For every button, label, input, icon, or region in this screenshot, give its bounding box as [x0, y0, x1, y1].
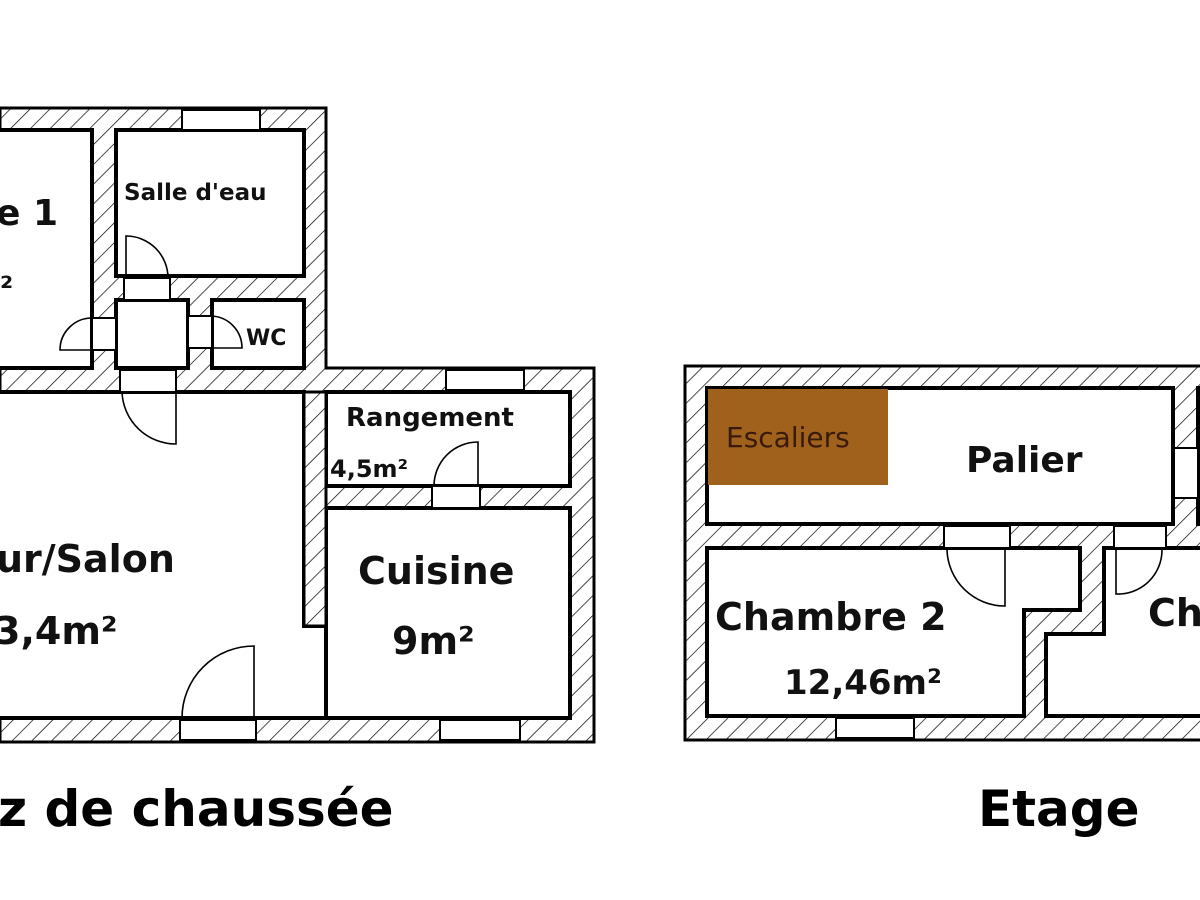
door-swing-entrance [181, 645, 255, 719]
entrance-door [179, 719, 257, 741]
opening-upper-right [1173, 447, 1199, 499]
room-chambre-2 [705, 546, 1082, 718]
ground-floor-plan [0, 106, 596, 744]
door-swing-salle-deau [125, 235, 169, 279]
opening-hall-salon [119, 369, 177, 393]
label-rangement: Rangement [346, 403, 514, 433]
label-palier: Palier [966, 440, 1083, 481]
caption-ground-floor: z de chaussée [0, 780, 394, 838]
opening-chambre-3 [1113, 525, 1167, 549]
label-cuisine: Cuisine [358, 549, 514, 593]
caption-upper-floor: Etage [978, 780, 1140, 838]
room-hallway [114, 298, 190, 370]
door-swing-chambre1 [59, 317, 93, 351]
window-rangement [445, 369, 525, 391]
partition-salon-cuisine [302, 390, 328, 628]
door-swing-chambre-3 [1115, 549, 1163, 595]
opening-rangement-cuisine [431, 485, 481, 509]
opening-salle-deau [123, 277, 171, 301]
upper-floor-plan [683, 364, 1200, 742]
label-chambre-2: Chambre 2 [715, 595, 947, 639]
window-top [181, 109, 261, 131]
label-sejour: ur/Salon [0, 537, 175, 581]
label-wc: WC [246, 326, 286, 351]
label-chambre-1: e 1 [0, 193, 58, 234]
opening-chambre-2 [943, 525, 1011, 549]
area-cuisine: 9m² [392, 619, 475, 663]
room-salle-deau [114, 128, 306, 278]
room-wc [210, 298, 306, 370]
area-sejour: 3,4m² [0, 609, 118, 653]
window-cuisine [439, 719, 521, 741]
door-swing-rangement [433, 441, 479, 487]
label-escaliers: Escaliers [726, 421, 850, 454]
room-chambre-1 [0, 128, 94, 370]
door-swing-hall [121, 391, 177, 445]
stairs-block [708, 389, 888, 485]
area-rangement: 4,5m² [330, 455, 408, 483]
door-swing-wc [211, 315, 243, 349]
area-chambre-2: 12,46m² [784, 663, 942, 703]
room-cuisine [324, 506, 572, 720]
opening-chambre1 [91, 317, 117, 351]
room-chambre-3 [1044, 546, 1200, 718]
label-chambre-3: Ch [1148, 591, 1200, 635]
label-salle-deau: Salle d'eau [124, 180, 266, 206]
area-chambre-1: ² [0, 271, 13, 306]
opening-wc [187, 315, 213, 349]
window-chambre-2 [835, 717, 915, 739]
door-swing-chambre-2 [946, 549, 1006, 607]
